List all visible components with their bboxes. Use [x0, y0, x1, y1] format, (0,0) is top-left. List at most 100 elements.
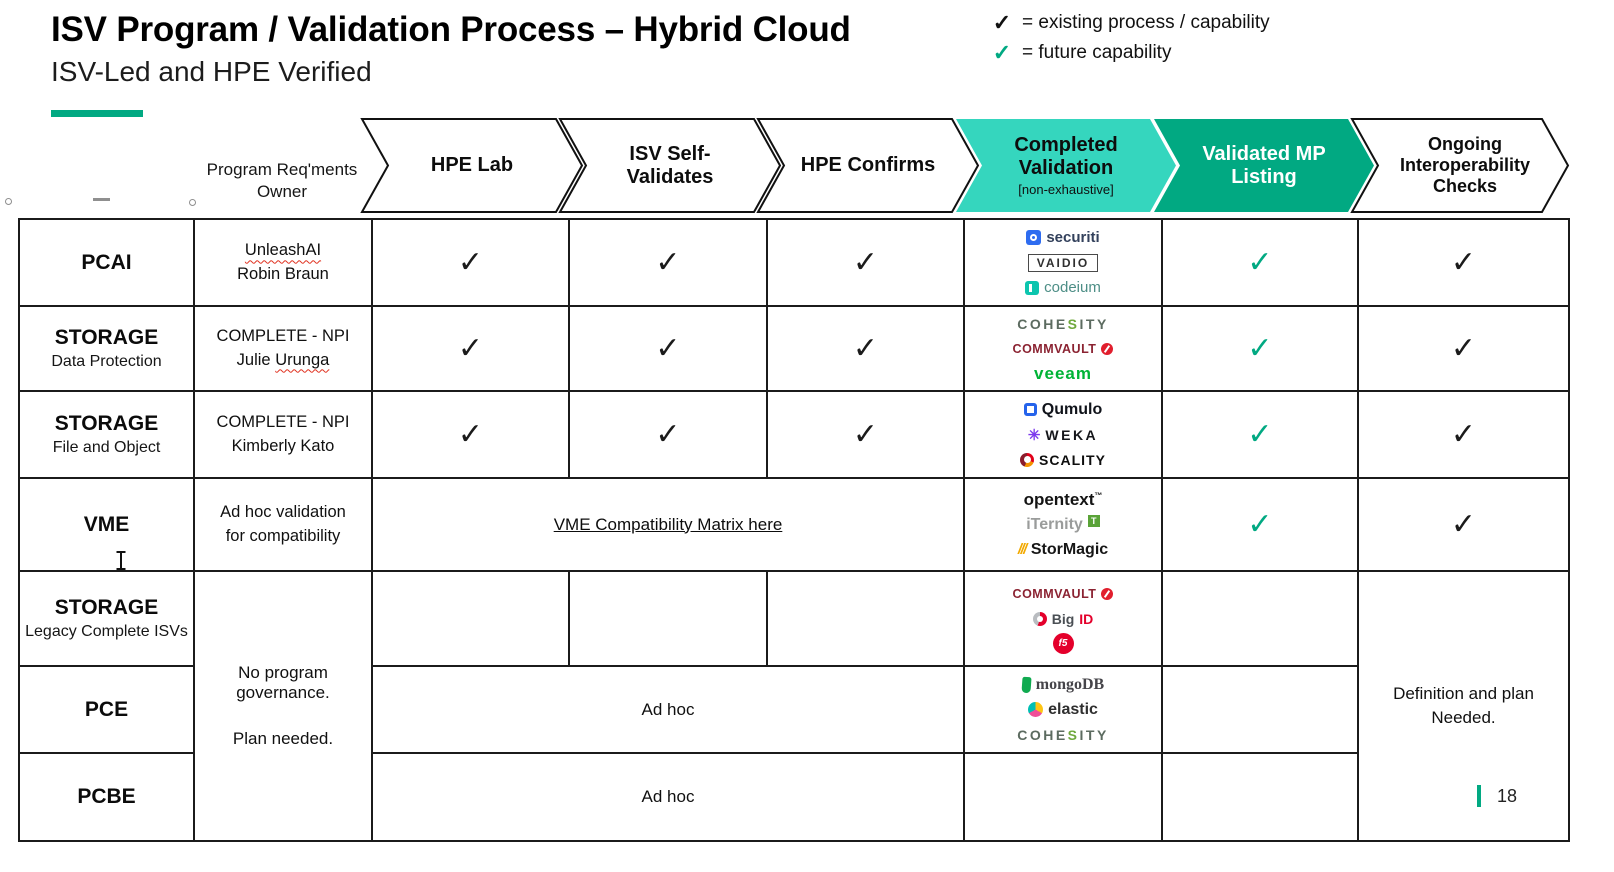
owner-cell-vme: Ad hoc validation for compatibility: [193, 477, 373, 572]
mongodb-leaf-icon: [1021, 676, 1032, 693]
stage-label-hpe-confirms: HPE Confirms: [800, 154, 936, 176]
logo-opentext: opentext: [1024, 489, 1103, 511]
check-icon: ✓: [655, 246, 681, 279]
validated-mp-cell-empty: [1161, 665, 1359, 754]
logo-veeam: veeam: [1034, 363, 1092, 383]
stage-label-validated-mp-listing: Validated MP Listing: [1202, 142, 1326, 188]
stage-label-completed-validation: Completed Validation [non-exhaustive]: [1014, 133, 1118, 197]
logo-cohesity: COHESITY: [1017, 315, 1109, 332]
ongoing-checks-cell: ✓: [1357, 477, 1570, 572]
vme-compatibility-matrix-link[interactable]: VME Compatibility Matrix here: [553, 514, 783, 534]
ongoing-checks-cell: ✓: [1357, 390, 1570, 479]
validated-mp-cell: ✓: [1161, 390, 1359, 479]
hpe-lab-cell: ✓: [371, 390, 570, 479]
stage-chevron-validated-mp-listing: [1154, 119, 1374, 212]
completed-validation-cell: COHESITY COMMVAULT veeam: [963, 305, 1163, 392]
completed-validation-cell-empty: [963, 752, 1163, 842]
slide-number: 18: [1477, 785, 1517, 807]
page-subtitle: ISV-Led and HPE Verified: [51, 56, 372, 87]
isv-self-validates-cell: ✓: [568, 305, 768, 392]
completed-validation-cell: opentext iTernity StorMagic: [963, 477, 1163, 572]
table-row-storage-legacy: STORAGE Legacy Complete ISVs No program …: [18, 570, 1570, 842]
table-row-storage-file-object: STORAGE File and Object COMPLETE - NPI K…: [18, 390, 1570, 479]
stage-chevron-ongoing-interoperability: [1350, 118, 1570, 213]
stage-chevron-hpe-lab: [360, 118, 584, 213]
stage-label-hpe-lab: HPE Lab: [430, 154, 514, 176]
table-row-pcai: PCAI UnleashAI Robin Braun ✓ ✓ ✓ securit…: [18, 218, 1570, 307]
legend-future-label: = future capability: [1022, 42, 1172, 63]
logo-elastic: elastic: [1028, 699, 1098, 721]
logo-f5: f5: [1052, 633, 1074, 655]
legend-existing-label: = existing process / capability: [1022, 12, 1270, 33]
bigid-icon: [1032, 611, 1047, 626]
check-icon: ✓: [1450, 332, 1477, 365]
weka-icon: [1028, 426, 1041, 444]
row-label-storage-legacy: STORAGE Legacy Complete ISVs: [18, 570, 195, 667]
iternity-icon: [1087, 514, 1100, 527]
row-label-storage-fo: STORAGE File and Object: [18, 390, 195, 479]
validated-mp-cell: ✓: [1161, 218, 1359, 307]
logo-commvault: COMMVAULT: [1013, 338, 1114, 360]
stage-chevron-completed-validation: [956, 119, 1176, 212]
stormagic-icon: [1018, 541, 1026, 558]
adhoc-cell-pce: Ad hoc: [371, 665, 965, 754]
text-cursor-artifact: [114, 551, 127, 570]
check-icon: ✓: [1450, 246, 1477, 279]
slide-edit-handle: [5, 198, 12, 205]
logo-securiti: securiti: [1026, 227, 1100, 249]
table-row-pce: PCE Ad hoc mongoDB elastic COHESITY: [18, 665, 1569, 754]
page-title: ISV Program / Validation Process – Hybri…: [51, 10, 851, 49]
row-label-pce: PCE: [18, 665, 195, 754]
completed-validation-cell: Qumulo WEKA SCALITY: [963, 390, 1163, 479]
slide-number-accent: [1477, 785, 1481, 807]
check-icon: ✓: [655, 332, 681, 365]
legend: ✓ = existing process / capability ✓ = fu…: [990, 8, 1270, 68]
check-icon: ✓: [992, 10, 1012, 35]
owner-cell-storage-dp: COMPLETE - NPI Julie Urunga: [193, 305, 373, 392]
commvault-icon: [1101, 342, 1114, 355]
isv-self-validates-cell: ✓: [568, 218, 768, 307]
hpe-confirms-cell: ✓: [766, 218, 965, 307]
row-label-pcai: PCAI: [18, 218, 195, 307]
check-icon: ✓: [852, 418, 879, 451]
codeium-icon: [1025, 280, 1040, 295]
logo-codeium: codeium: [1025, 277, 1101, 299]
owner-cell-storage-fo: COMPLETE - NPI Kimberly Kato: [193, 390, 373, 479]
owner-column-header: Program Req'ments Owner: [206, 159, 358, 201]
logo-qumulo: Qumulo: [1023, 399, 1102, 421]
check-icon: ✓: [457, 246, 484, 279]
table-row-storage-data-protection: STORAGE Data Protection COMPLETE - NPI J…: [18, 305, 1570, 392]
future-check-icon: ✓: [1247, 418, 1273, 451]
qumulo-icon: [1023, 403, 1037, 416]
isv-self-validates-cell: ✓: [568, 390, 768, 479]
completed-validation-cell: mongoDB elastic COHESITY: [963, 665, 1163, 754]
validated-mp-cell: ✓: [1161, 305, 1359, 392]
commvault-icon: [1101, 587, 1114, 600]
future-check-icon: ✓: [1247, 332, 1273, 365]
isv-self-validates-cell-empty: [568, 570, 768, 667]
future-check-icon: ✓: [1247, 508, 1273, 541]
check-icon: ✓: [1450, 418, 1477, 451]
hpe-lab-cell-empty: [371, 570, 570, 667]
adhoc-cell-pcbe: Ad hoc: [371, 752, 965, 842]
future-check-icon: ✓: [992, 40, 1012, 65]
elastic-icon: [1028, 702, 1044, 717]
row-label-pcbe: PCBE: [18, 752, 195, 842]
stage-label-isv-self-validates: ISV Self- Validates: [626, 142, 714, 188]
vme-matrix-cell: VME Compatibility Matrix here: [371, 477, 965, 572]
validation-table: PCAI UnleashAI Robin Braun ✓ ✓ ✓ securit…: [18, 218, 1570, 842]
legend-existing: ✓ = existing process / capability: [990, 8, 1270, 38]
legend-future: ✓ = future capability: [990, 38, 1270, 68]
check-icon: ✓: [655, 418, 681, 451]
table-row-vme: VME Ad hoc validation for compatibility …: [18, 477, 1570, 572]
logo-scality: SCALITY: [1020, 449, 1106, 471]
stage-chevron-hpe-confirms: [756, 118, 980, 213]
slide-edit-artifact-dash: [93, 198, 110, 201]
ongoing-checks-cell: ✓: [1357, 218, 1570, 307]
scality-icon: [1020, 452, 1035, 467]
hpe-lab-cell: ✓: [371, 305, 570, 392]
logo-stormagic: StorMagic: [1018, 539, 1108, 561]
